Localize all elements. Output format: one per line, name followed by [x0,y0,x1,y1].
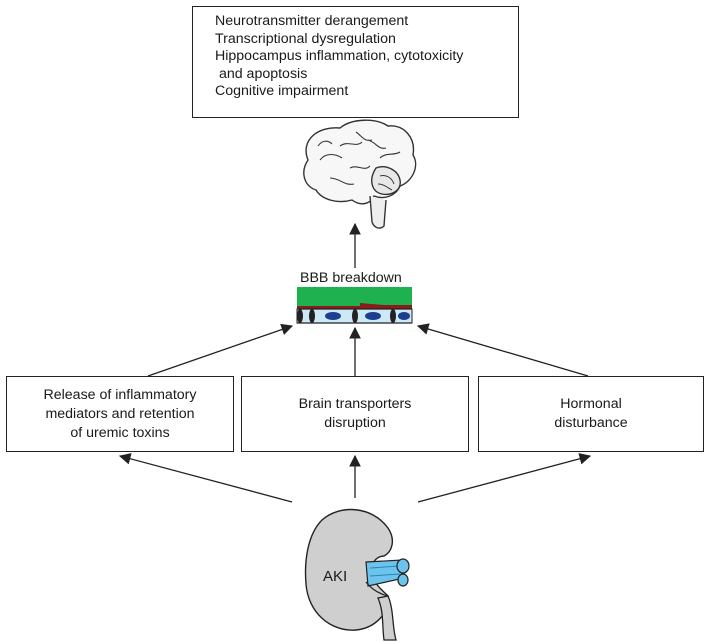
mechanism-label: Release of inflammatory mediators and re… [43,386,197,441]
outcome-line: Neurotransmitter derangement [215,13,409,29]
kidney-icon [304,508,410,641]
mechanism-label: Brain transporters disruption [298,396,412,431]
arrow-right-to-bbb [416,323,589,377]
outcome-line: Hippocampus inflammation, cytotoxicity [215,48,464,65]
mechanism-box-transporters: Brain transporters disruption [241,376,469,452]
outcome-line: and apoptosis [215,65,308,82]
aki-label: AKI [323,568,348,585]
outcomes-box: Neurotransmitter derangement Transcripti… [192,6,519,118]
bbb-label: BBB breakdown [300,270,402,286]
arrow-kidney-to-right [417,453,592,503]
mechanism-label: Hormonal disturbance [554,396,628,431]
arrow-left-to-bbb [147,323,294,377]
outcome-line: Transcriptional dysregulation [215,30,396,47]
mechanism-box-hormonal: Hormonal disturbance [478,376,704,452]
brain-icon [303,119,417,229]
mechanism-box-inflammation: Release of inflammatory mediators and re… [6,376,234,452]
arrow-kidney-to-left [118,453,293,503]
bbb-illustration [296,287,413,324]
outcome-line: Cognitive impairment [215,83,349,100]
